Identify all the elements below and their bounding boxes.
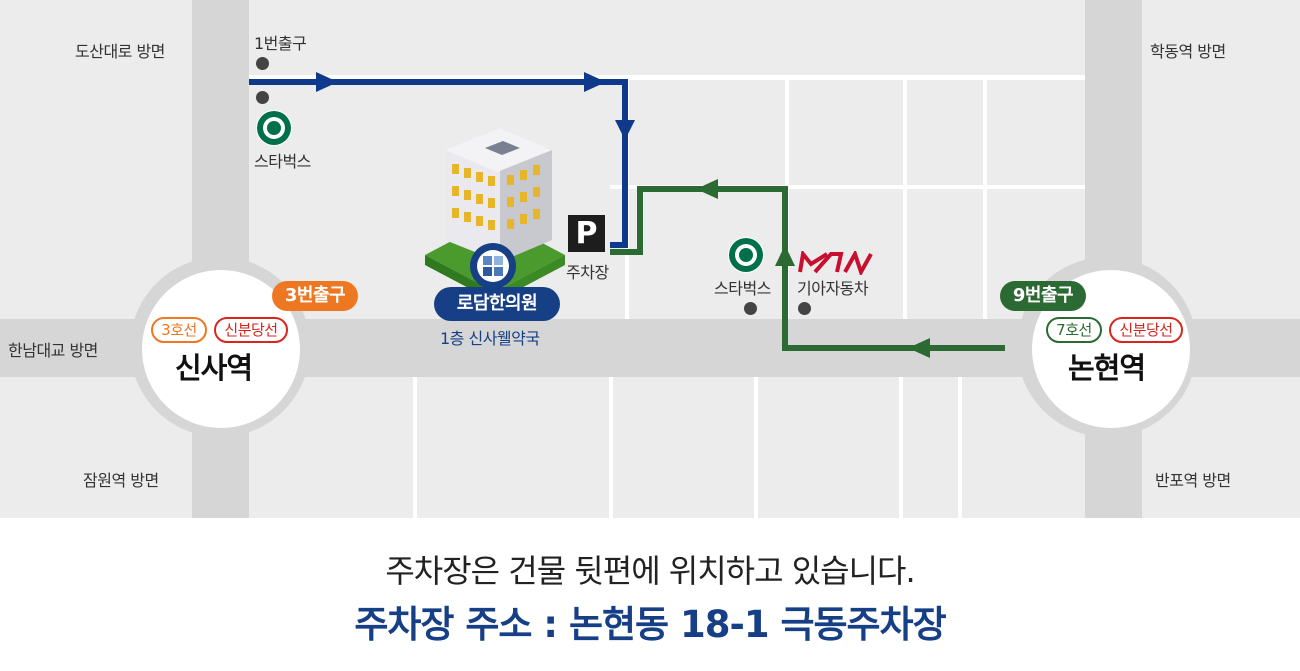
starbucks-2-dot <box>744 302 757 315</box>
map-area: 도산대로 방면 학동역 방면 한남대교 방면 잠원역 방면 반포역 방면 1번출… <box>0 0 1300 518</box>
starbucks-1-dot <box>256 91 269 104</box>
arrow-down-icon <box>615 120 635 140</box>
starbucks-1-label: 스타벅스 <box>254 152 311 171</box>
sinsa-line-3-pill: 3호선 <box>151 317 207 343</box>
exit-1-label: 1번출구 <box>254 34 307 53</box>
starbucks-logo-icon <box>256 110 292 146</box>
clinic-logo-icon <box>470 243 516 289</box>
direction-banpo: 반포역 방면 <box>1155 471 1231 490</box>
parking-label: 주차장 <box>566 263 609 282</box>
arrow-up-icon <box>775 245 795 266</box>
starbucks-logo-icon <box>728 237 764 273</box>
direction-dosan: 도산대로 방면 <box>75 42 165 61</box>
route-blue <box>249 79 628 248</box>
direction-hakdong: 학동역 방면 <box>1150 42 1226 61</box>
minor-streets <box>249 75 1085 518</box>
arrow-left-icon <box>696 179 718 199</box>
kia-logo-icon <box>797 249 875 277</box>
sinsa-station-name: 신사역 <box>175 351 253 385</box>
direction-hannam: 한남대교 방면 <box>8 341 98 360</box>
sinsa-sinbundang-pill: 신분당선 <box>214 317 288 343</box>
direction-jamwon: 잠원역 방면 <box>83 471 159 490</box>
kia-label: 기아자동차 <box>797 279 869 298</box>
nonhyeon-sinbundang-pill: 신분당선 <box>1109 317 1183 343</box>
parking-notice: 주차장은 건물 뒷편에 위치하고 있습니다. <box>385 552 915 590</box>
exit-1-dot <box>256 57 269 70</box>
starbucks-2-label: 스타벅스 <box>714 279 771 298</box>
clinic-name-badge: 로담한의원 <box>434 287 560 321</box>
nonhyeon-exit-badge: 9번출구 <box>1000 281 1086 311</box>
sinsa-exit-badge: 3번출구 <box>272 281 358 311</box>
kia-dot <box>798 302 811 315</box>
parking-sign-icon: P <box>568 215 605 252</box>
map-base <box>0 0 1300 518</box>
arrow-right-icon <box>584 72 606 92</box>
parking-address: 주차장 주소 : 논현동 18-1 극동주차장 <box>354 603 946 646</box>
arrow-right-icon <box>316 72 338 92</box>
pharmacy-label: 1층 신사웰약국 <box>440 329 540 348</box>
nonhyeon-line-7-pill: 7호선 <box>1046 317 1102 343</box>
nonhyeon-station-name: 논현역 <box>1068 351 1146 385</box>
arrow-left-icon <box>908 338 930 358</box>
